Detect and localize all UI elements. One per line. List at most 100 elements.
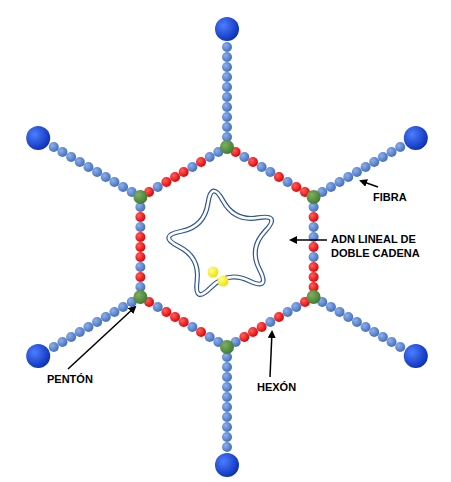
fiber-bead (101, 172, 111, 182)
fiber-bead (222, 392, 232, 402)
fiber-bead (222, 382, 232, 392)
fiber-bead (387, 147, 397, 157)
fiber-bead (49, 342, 59, 352)
fiber-bead (57, 147, 67, 157)
fiber-bead (92, 167, 102, 177)
capsomer-bead (135, 242, 145, 252)
fiber-bead (118, 302, 128, 312)
fiber-knob (404, 344, 428, 368)
capsomer-bead (309, 262, 319, 272)
fiber-bead (335, 307, 345, 317)
capsomer-bead (135, 262, 145, 272)
capsomer-bead (309, 222, 319, 232)
fiber-bead (109, 177, 119, 187)
fiber-bead (352, 317, 362, 327)
fiber-bead (75, 157, 85, 167)
fiber-knob (26, 344, 50, 368)
fiber-bead (343, 172, 353, 182)
fiber-bead (378, 332, 388, 342)
leader-arrow (270, 332, 272, 377)
fiber-bead (83, 162, 93, 172)
fiber-bead (57, 337, 67, 347)
fiber-bead (222, 432, 232, 442)
capsid-group (133, 140, 320, 354)
capsomer-bead (161, 307, 171, 317)
fiber-bead (222, 362, 232, 372)
capsomer-bead (153, 182, 163, 192)
capsomer-bead (135, 222, 145, 232)
capsomer-bead (161, 177, 171, 187)
penton-bead (307, 290, 321, 304)
leader-arrow (68, 307, 135, 369)
capsomer-bead (239, 152, 249, 162)
penton-bead (133, 290, 147, 304)
capsomer-bead (196, 157, 206, 167)
capsomer-bead (265, 167, 275, 177)
capsomer-bead (283, 307, 293, 317)
capsomer-bead (170, 172, 180, 182)
fiber-bead (118, 182, 128, 192)
capsomer-bead (248, 327, 258, 337)
fiber-bead (222, 92, 232, 102)
penton-bead (307, 190, 321, 204)
fiber-bead (101, 312, 111, 322)
fiber-bead (369, 157, 379, 167)
fiber-bead (66, 152, 76, 162)
fiber-bead (222, 372, 232, 382)
fiber-bead (109, 307, 119, 317)
fiber-bead (378, 152, 388, 162)
capsomer-bead (170, 312, 180, 322)
fiber-knob (215, 453, 239, 477)
capsomer-bead (205, 332, 215, 342)
capsomer-bead (239, 332, 249, 342)
leader-arrow (361, 181, 378, 187)
fiber-bead (335, 177, 345, 187)
capsomer-bead (135, 252, 145, 262)
terminal-protein (218, 276, 229, 287)
fiber-bead (361, 162, 371, 172)
fiber-group (26, 17, 428, 477)
capsomer-bead (283, 177, 293, 187)
capsomer-bead (135, 232, 145, 242)
penton-label: PENTÓN (46, 372, 94, 386)
capsomer-bead (187, 322, 197, 332)
fiber-bead (387, 337, 397, 347)
fiber-bead (222, 42, 232, 52)
dna-label: ADN LINEAL DE DOBLE CADENA (330, 232, 424, 260)
fiber-bead (222, 102, 232, 112)
capsomer-bead (196, 327, 206, 337)
fiber-bead (369, 327, 379, 337)
penton-bead (133, 190, 147, 204)
penton-bead (220, 340, 234, 354)
capsomer-bead (187, 162, 197, 172)
dna-outer (169, 191, 272, 294)
fiber-knob (215, 17, 239, 41)
fiber-bead (83, 322, 93, 332)
fiber-bead (222, 402, 232, 412)
leader-arrow (291, 239, 327, 241)
fiber-bead (361, 322, 371, 332)
capsomer-bead (309, 252, 319, 262)
fiber-label: FIBRA (372, 190, 408, 204)
capsomer-bead (248, 157, 258, 167)
capsomer-bead (179, 167, 189, 177)
fiber-bead (49, 142, 59, 152)
fiber-knob (404, 126, 428, 150)
capsomer-bead (274, 312, 284, 322)
capsomer-bead (135, 272, 145, 282)
penton-bead (220, 140, 234, 154)
fiber-bead (222, 422, 232, 432)
fiber-bead (222, 82, 232, 92)
fiber-bead (395, 142, 405, 152)
fiber-bead (222, 442, 232, 452)
leader-lines (68, 181, 378, 377)
fiber-bead (326, 182, 336, 192)
terminal-protein (208, 267, 219, 278)
capsomer-bead (257, 322, 267, 332)
capsomer-bead (135, 212, 145, 222)
fiber-bead (343, 312, 353, 322)
capsomer-bead (309, 272, 319, 282)
capsomer-bead (257, 162, 267, 172)
fiber-bead (326, 302, 336, 312)
